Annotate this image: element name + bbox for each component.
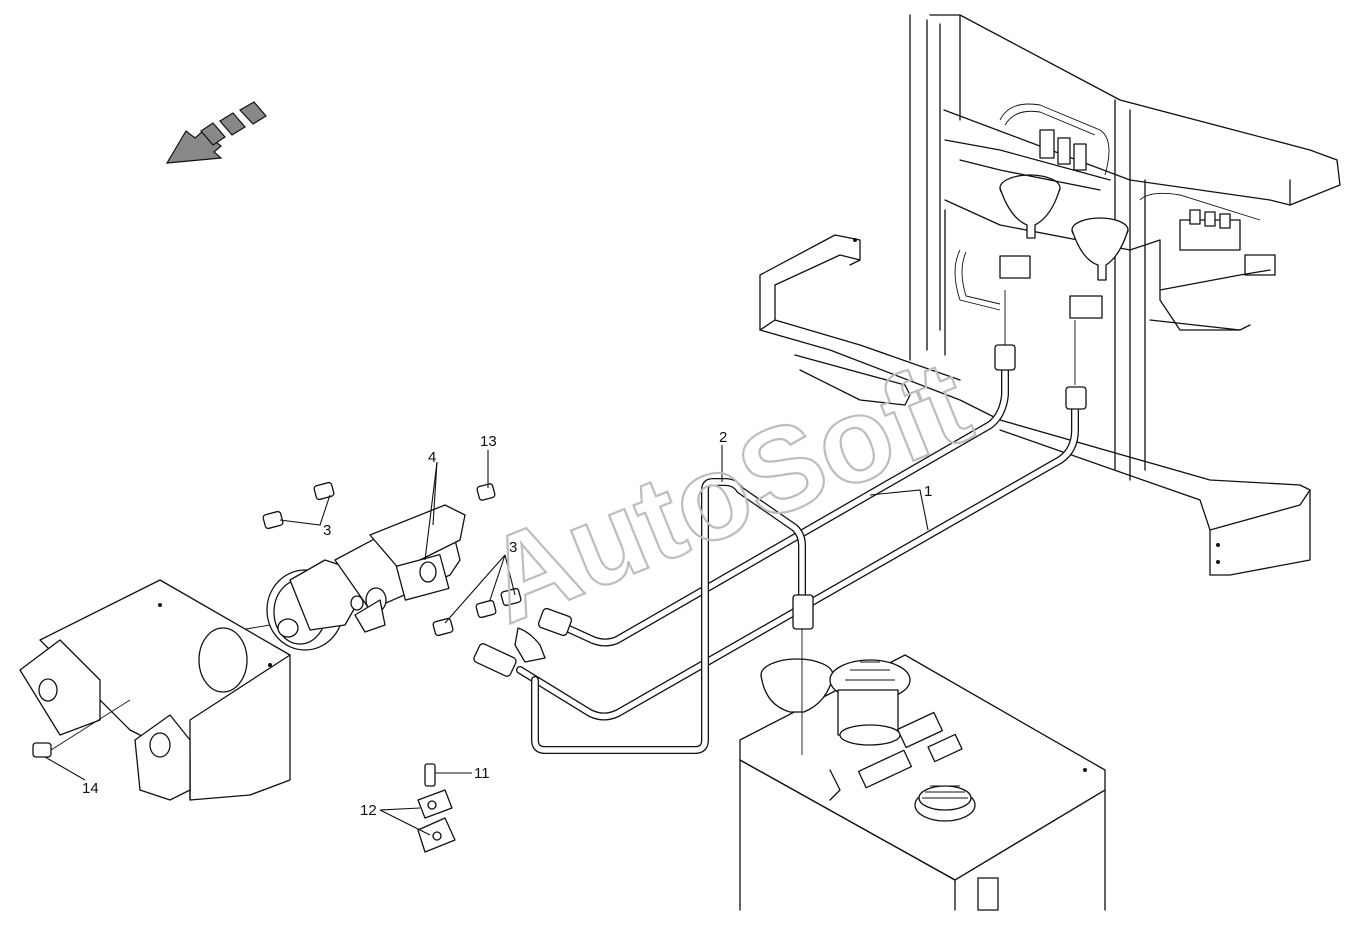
callout-label-13: 13	[480, 433, 497, 450]
watermark-text: AutoSoft	[467, 335, 987, 649]
pipe-clamp	[417, 763, 456, 853]
callout-label-4: 4	[428, 449, 436, 466]
callout-label-14: 14	[82, 780, 99, 797]
hydraulic-tank	[739, 654, 1106, 911]
hydraulic-pump	[239, 504, 466, 651]
front-direction-arrow-icon	[165, 101, 267, 164]
fittings	[262, 481, 522, 637]
callout-label-2: 2	[719, 429, 727, 446]
callout-label-3: 3	[323, 522, 331, 539]
callout-label-11: 11	[474, 765, 490, 782]
leader-lines	[44, 445, 929, 836]
callout-label-12: 12	[360, 802, 377, 819]
callout-label-1: 1	[924, 483, 932, 500]
callout-label-3: 3	[509, 539, 517, 556]
mounting-bracket	[19, 579, 291, 801]
hydraulic-pipes	[473, 290, 1087, 755]
hydraulic-valve-assembly	[944, 103, 1276, 331]
